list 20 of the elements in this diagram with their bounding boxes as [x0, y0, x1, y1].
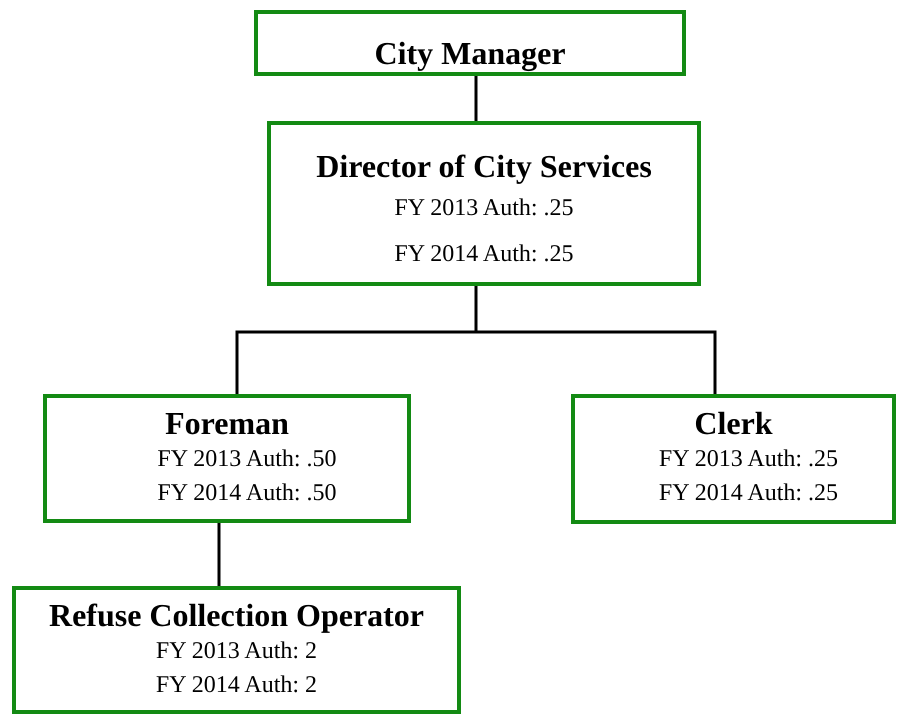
org-box: [571, 394, 896, 524]
role-title: Director of City Services: [316, 147, 652, 185]
org-box: [12, 586, 461, 714]
authorization-text: FY 2013 Auth: .50: [157, 445, 337, 474]
role-title: Clerk: [694, 404, 773, 442]
authorization-text: FY 2014 Auth: .25: [658, 479, 838, 508]
role-title: Foreman: [165, 404, 289, 442]
authorization-text: FY 2013 Auth: .25: [394, 194, 574, 223]
connector-line: [474, 76, 478, 121]
connector-line: [218, 523, 220, 586]
role-title: City Manager: [374, 34, 566, 72]
authorization-text: FY 2014 Auth: .25: [394, 240, 574, 269]
role-title: Refuse Collection Operator: [48, 596, 424, 634]
authorization-text: FY 2014 Auth: 2: [156, 671, 318, 700]
authorization-text: FY 2014 Auth: .50: [157, 479, 337, 508]
org-box: [254, 10, 686, 76]
authorization-text: FY 2013 Auth: 2: [156, 637, 318, 666]
org-box: [267, 121, 701, 286]
authorization-text: FY 2013 Auth: .25: [658, 445, 838, 474]
org-box: [43, 394, 411, 523]
